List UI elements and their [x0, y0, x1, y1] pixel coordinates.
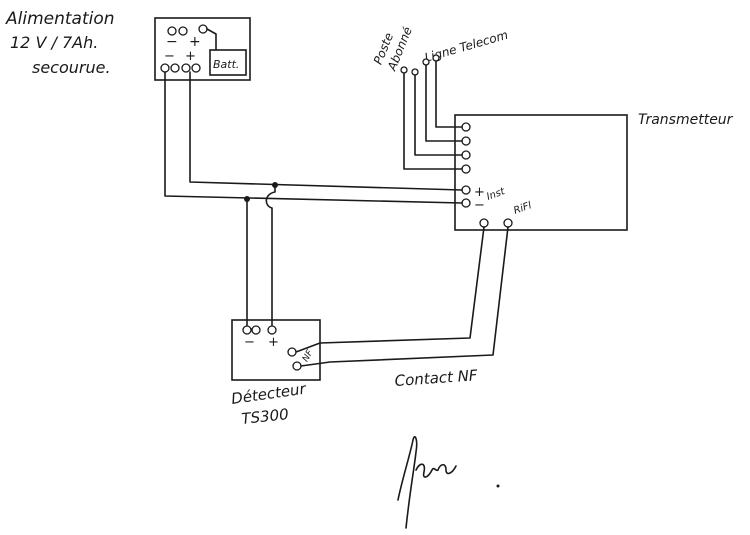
power-supply: − + Batt. − + — [154, 17, 251, 81]
transmitter-line-terminal — [461, 122, 471, 132]
power-battery-minus: − — [166, 34, 178, 50]
telecom-wire-end — [422, 58, 430, 66]
transmitter-power-plus-terminal — [461, 185, 471, 195]
telecom-wire-end — [432, 54, 440, 62]
power-output-terminal — [191, 63, 201, 73]
transmitter-power-minus-terminal — [461, 198, 471, 208]
detector-minus-label: − — [244, 335, 255, 350]
battery-lead — [206, 28, 217, 51]
signature-stroke — [397, 436, 418, 529]
wire-telecom-2 — [435, 60, 463, 128]
transmitter-inst-label: Inst — [485, 186, 507, 203]
wire-power-plus — [189, 71, 463, 191]
wire-poste-2 — [414, 74, 463, 156]
detector-power-terminal — [267, 325, 277, 335]
power-output-terminal — [181, 63, 191, 73]
detector-nf-label: NF — [301, 348, 316, 364]
poste-wire-end — [400, 66, 408, 74]
transmitter-minus-label: − — [474, 198, 485, 213]
wire-contact-rifl — [300, 226, 509, 367]
contact-label: Contact NF — [394, 366, 478, 390]
power-battery-plus: + — [189, 34, 201, 50]
battery-box — [209, 49, 247, 76]
detector-nf-terminal — [287, 347, 297, 357]
detector: − + NF — [231, 319, 321, 381]
transmitter-label: Transmetteur — [638, 112, 734, 128]
transmitter-rifl-label: RiFl — [512, 200, 533, 217]
power-supply-box — [154, 17, 251, 81]
wire-contact-inst — [295, 226, 485, 353]
power-label-line2: 12 V / 7Ah. — [10, 33, 98, 52]
wire-poste-1 — [403, 72, 463, 170]
transmitter-line-terminal — [461, 136, 471, 146]
power-out-plus: + — [185, 49, 196, 64]
wire-telecom-1 — [425, 64, 463, 142]
power-terminal — [198, 24, 208, 34]
power-terminal — [178, 26, 188, 36]
poste-wire-end — [411, 68, 419, 76]
power-label-line1: Alimentation — [5, 9, 115, 29]
power-out-minus: − — [164, 49, 175, 64]
power-output-terminal — [170, 63, 180, 73]
detector-plus-label: + — [268, 335, 279, 350]
power-terminal — [167, 26, 177, 36]
power-output-terminal — [160, 63, 170, 73]
transmitter-box — [454, 114, 628, 231]
wire-power-minus — [164, 71, 463, 204]
detector-power-terminal — [242, 325, 252, 335]
transmitter-inst-terminal — [479, 218, 489, 228]
battery-label: Batt. — [213, 58, 239, 71]
transmitter-rifl-terminal — [503, 218, 513, 228]
detector-power-terminal — [251, 325, 261, 335]
signature-stroke — [415, 463, 457, 478]
detector-nf-terminal — [292, 361, 302, 371]
transmitter-line-terminal — [461, 150, 471, 160]
transmitter-line-terminal — [461, 164, 471, 174]
transmitter-plus-label: + — [474, 185, 485, 200]
power-label-line3: secourue. — [32, 58, 111, 77]
wire-detector-plus — [265, 184, 276, 326]
transmitter: + − Inst RiFl — [454, 114, 628, 231]
signature — [397, 436, 500, 529]
signature-dot — [496, 484, 500, 488]
detector-label-line1: Détecteur — [230, 380, 308, 408]
detector-label-line2: TS300 — [241, 405, 290, 428]
detector-box — [231, 319, 321, 381]
